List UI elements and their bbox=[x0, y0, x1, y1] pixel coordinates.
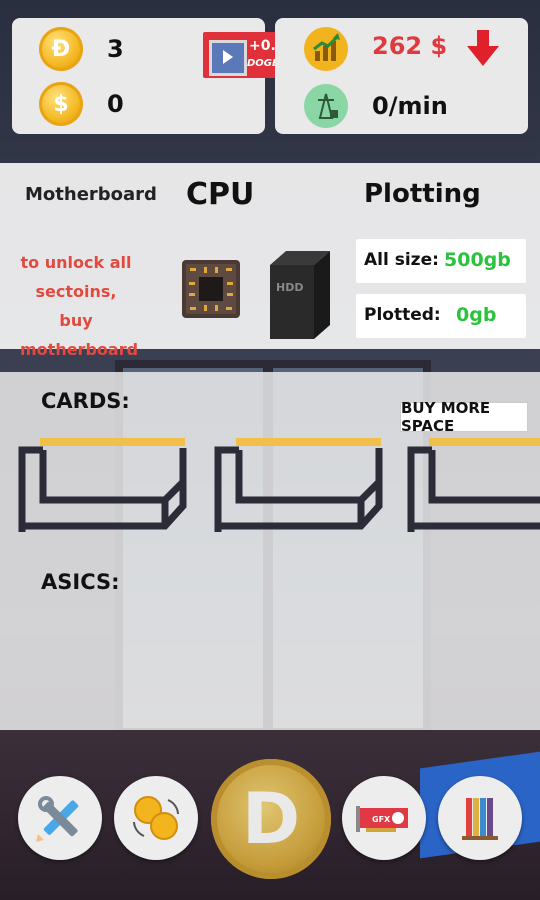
motherboard-label: Motherboard bbox=[25, 184, 157, 205]
all-size-label: All size: bbox=[364, 250, 439, 270]
exchange-coins-icon bbox=[133, 796, 179, 840]
hdd-label: HDD bbox=[276, 281, 303, 294]
plotted-label: Plotted: bbox=[364, 305, 441, 325]
ad-bonus-unit: DOGE bbox=[247, 58, 279, 69]
card-slot-1[interactable] bbox=[17, 436, 187, 536]
doge-price: 262 $ bbox=[372, 32, 448, 60]
growth-chart-icon bbox=[304, 27, 348, 71]
price-down-arrow-icon bbox=[467, 30, 499, 66]
dogecoin-icon: D bbox=[241, 778, 301, 860]
nav-exchange-button[interactable] bbox=[114, 776, 198, 860]
cpu-chip-icon[interactable] bbox=[180, 258, 242, 320]
card-slot-2[interactable] bbox=[213, 436, 383, 536]
unlock-hint: to unlock all sectoins, buy motherboard bbox=[20, 253, 139, 359]
coin-amount: 0 bbox=[107, 90, 124, 118]
buy-more-space-button[interactable]: BUY MORE SPACE bbox=[400, 399, 528, 435]
watch-ad-button[interactable]: +0.1 DOGE bbox=[203, 32, 286, 78]
nav-books-button[interactable] bbox=[438, 776, 522, 860]
doge-amount: 3 bbox=[107, 35, 124, 63]
card-slot-3[interactable] bbox=[406, 436, 540, 536]
all-size-value: 500gb bbox=[444, 249, 511, 271]
all-size-box: All size: 500gb bbox=[356, 239, 526, 283]
video-icon bbox=[209, 40, 247, 76]
plotted-value: 0gb bbox=[456, 304, 497, 326]
dollar-coin-icon: $ bbox=[39, 82, 83, 126]
mining-rig-icon bbox=[304, 84, 348, 128]
nav-mine-dogecoin-button[interactable]: D bbox=[211, 759, 331, 879]
asics-label: ASICS: bbox=[41, 570, 120, 594]
gpu-card-icon: GFX bbox=[356, 806, 408, 832]
plotting-label: Plotting bbox=[364, 179, 481, 209]
wrench-pencil-icon bbox=[36, 796, 79, 842]
cpu-label: CPU bbox=[186, 177, 255, 212]
nav-gpu-button[interactable]: GFX bbox=[342, 776, 426, 860]
books-icon bbox=[462, 798, 498, 840]
mining-rate: 0/min bbox=[372, 92, 448, 120]
doge-coin-icon: Ð bbox=[39, 27, 83, 71]
hdd-icon[interactable]: HDD bbox=[270, 251, 330, 339]
plotted-box: Plotted: 0gb bbox=[356, 294, 526, 338]
cards-label: CARDS: bbox=[41, 389, 130, 413]
nav-tools-button[interactable] bbox=[18, 776, 102, 860]
gpu-label: GFX bbox=[372, 815, 391, 824]
